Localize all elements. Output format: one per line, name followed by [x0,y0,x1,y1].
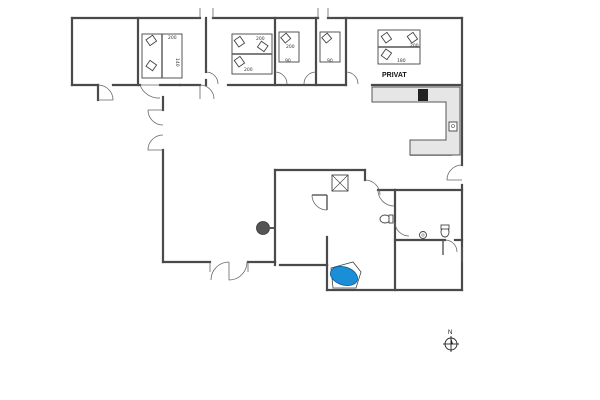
wood-stove-icon [256,221,274,235]
toilet-icon [379,214,394,224]
sink-icon [448,121,458,132]
bedroom-partitions [136,16,464,87]
shower-icon [331,174,349,192]
compass-north-label: N [448,330,452,336]
bed-label-3-width: 90 [285,58,291,64]
bed-label-4-width: 90 [327,58,333,64]
bed-bedroom-4: 90 [319,31,341,64]
stove-icon [418,89,428,101]
interior-walls [273,154,464,292]
bed-bedroom-3: 200 90 [278,31,300,64]
bed-label-1-top: 200 [168,35,177,41]
whirlpool-tub-icon [329,261,362,289]
bed-bedroom-2: 200 200 [231,33,273,75]
north-compass-icon: N [443,330,459,352]
room-label-privat: PRIVAT [382,72,407,79]
bed-label-1-side: 140 [174,58,180,67]
bed-label-2-bottom: 200 [244,67,253,73]
bed-label-3-length: 200 [286,44,295,50]
kitchen-counter [371,86,461,156]
washbasin-icon [419,231,427,239]
bed-label-5-width: 180 [397,58,406,64]
bed-bedroom-1: 200 140 [141,33,183,79]
bed-bedroom-5: 180 200 [377,29,421,65]
bed-label-2-top: 200 [256,36,265,42]
toilet-icon-2 [440,224,450,238]
bed-label-5-length: 200 [410,43,419,49]
door-swings [97,8,463,281]
